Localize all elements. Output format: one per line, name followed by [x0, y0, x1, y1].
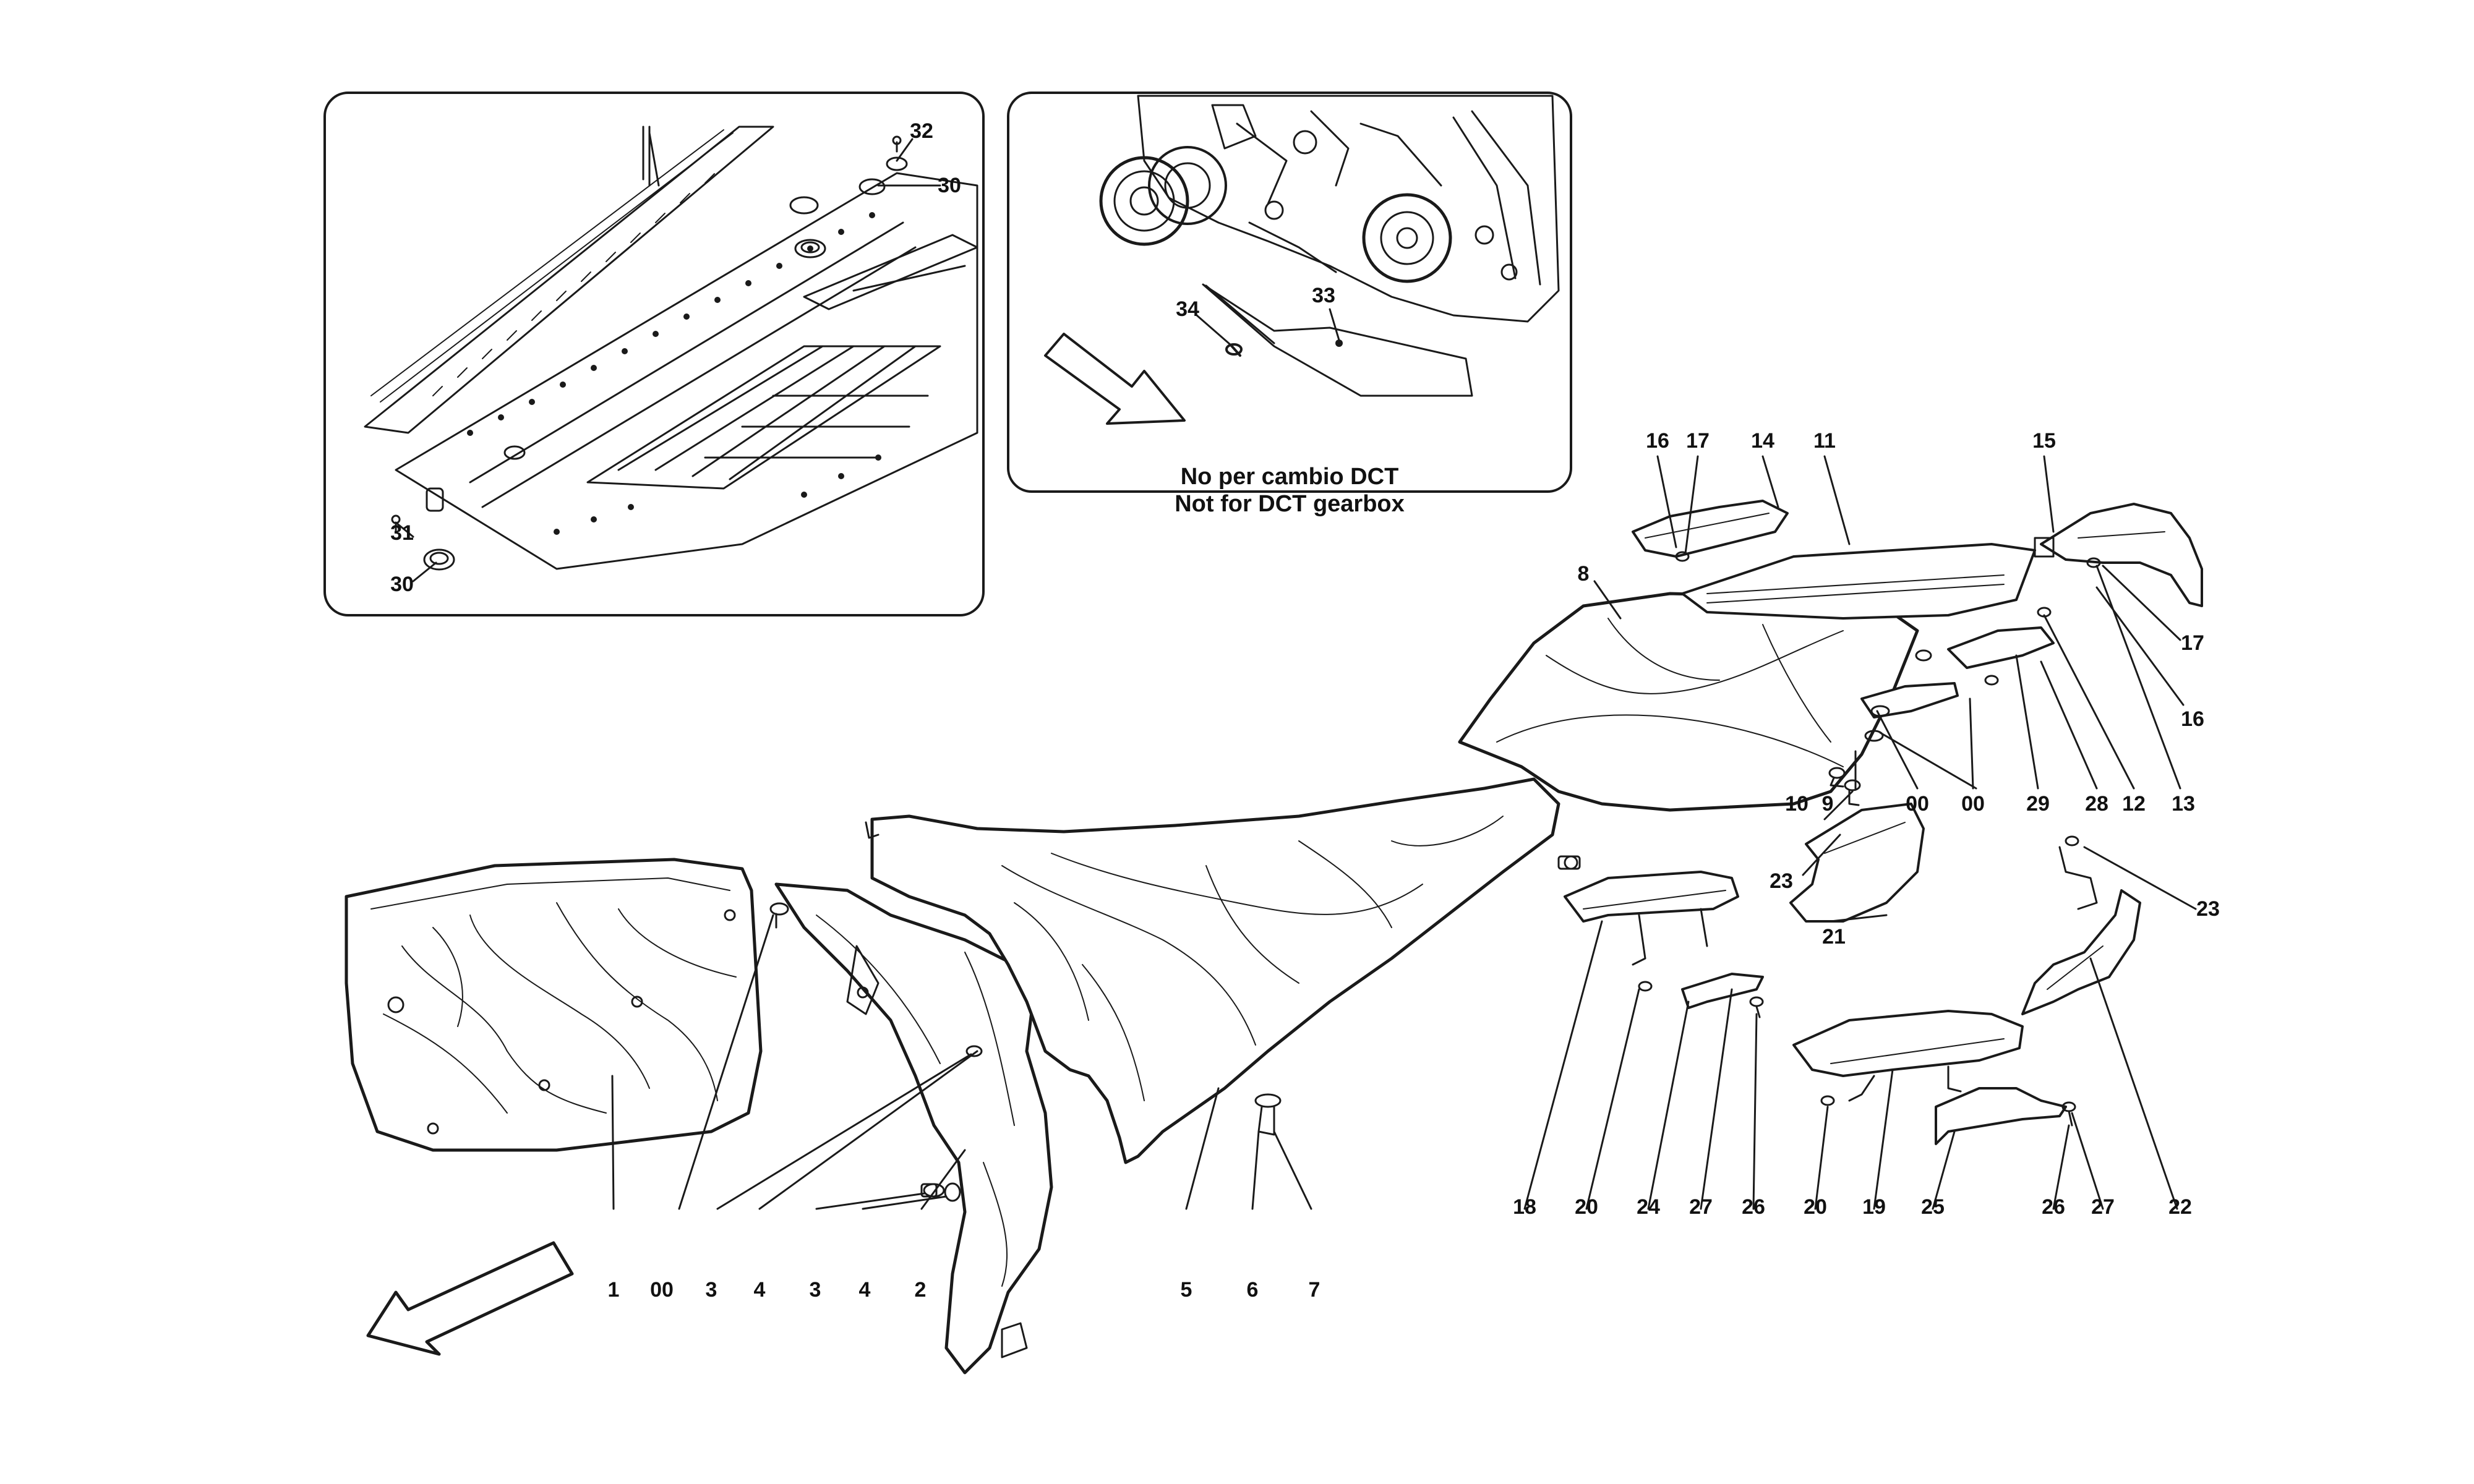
callout-3: 3	[809, 1278, 821, 1302]
callout-26: 26	[2042, 1195, 2065, 1219]
callout-13: 13	[2172, 792, 2195, 816]
callout-3: 3	[705, 1278, 717, 1302]
callout-24: 24	[1637, 1195, 1660, 1219]
shield-part-2	[774, 882, 1053, 1375]
dct-note-italian: No per cambio DCT	[1180, 464, 1399, 490]
callout-33: 33	[1312, 284, 1335, 307]
callout-00: 00	[1906, 792, 1929, 816]
callout-30: 30	[390, 573, 414, 596]
shield-part-14	[1632, 500, 1789, 558]
bracket-part-11	[1681, 543, 2036, 620]
callout-23: 23	[1770, 869, 1793, 893]
callout-17: 17	[2181, 631, 2204, 655]
callout-20: 20	[1575, 1195, 1598, 1219]
callout-00: 00	[1961, 792, 1985, 816]
shield-part-18	[1564, 871, 1739, 923]
callout-17: 17	[1686, 429, 1710, 453]
shield-part-8	[1458, 592, 1919, 812]
callout-31: 31	[390, 521, 414, 545]
front-direction-arrow	[366, 1241, 574, 1356]
inset-gearbox-detail	[1007, 92, 1572, 493]
main-assembly	[345, 500, 2203, 1375]
callout-1: 1	[607, 1278, 620, 1302]
callout-8: 8	[1577, 562, 1590, 586]
callout-27: 27	[2091, 1195, 2115, 1219]
callout-6: 6	[1246, 1278, 1259, 1302]
callout-4: 4	[753, 1278, 766, 1302]
callout-25: 25	[1921, 1195, 1945, 1219]
callout-14: 14	[1751, 429, 1774, 453]
callout-34: 34	[1176, 297, 1199, 321]
shield-part-22	[2021, 889, 2141, 1015]
callout-2: 2	[914, 1278, 927, 1302]
shield-part-5	[870, 777, 1560, 1164]
callout-29: 29	[2026, 792, 2050, 816]
shield-part-21	[1789, 803, 1925, 923]
callout-30: 30	[938, 174, 961, 197]
callout-23: 23	[2196, 897, 2220, 921]
callout-4: 4	[858, 1278, 871, 1302]
dct-note-english: Not for DCT gearbox	[1175, 490, 1405, 517]
dct-note: No per cambio DCT Not for DCT gearbox	[1175, 464, 1405, 518]
callout-7: 7	[1308, 1278, 1320, 1302]
callout-22: 22	[2168, 1195, 2192, 1219]
callout-9: 9	[1821, 792, 1834, 816]
callout-12: 12	[2122, 792, 2146, 816]
callout-15: 15	[2032, 429, 2056, 453]
shield-part-19	[1792, 1010, 2024, 1077]
callout-16: 16	[2181, 707, 2204, 731]
callout-19: 19	[1862, 1195, 1886, 1219]
callout-21: 21	[1822, 925, 1846, 949]
callout-28: 28	[2085, 792, 2108, 816]
callout-18: 18	[1513, 1195, 1536, 1219]
callout-5: 5	[1180, 1278, 1192, 1302]
inset-underbody-detail	[323, 92, 985, 616]
callout-11: 11	[1813, 429, 1836, 453]
callout-20: 20	[1804, 1195, 1827, 1219]
bracket-part-15	[2040, 503, 2203, 607]
callout-00: 00	[650, 1278, 674, 1302]
callout-26: 26	[1742, 1195, 1765, 1219]
callout-10: 10	[1785, 792, 1808, 816]
shield-part-1	[345, 858, 763, 1152]
callout-27: 27	[1689, 1195, 1713, 1219]
leader-lines	[395, 138, 2197, 1210]
callout-16: 16	[1646, 429, 1669, 453]
callout-32: 32	[910, 119, 933, 143]
